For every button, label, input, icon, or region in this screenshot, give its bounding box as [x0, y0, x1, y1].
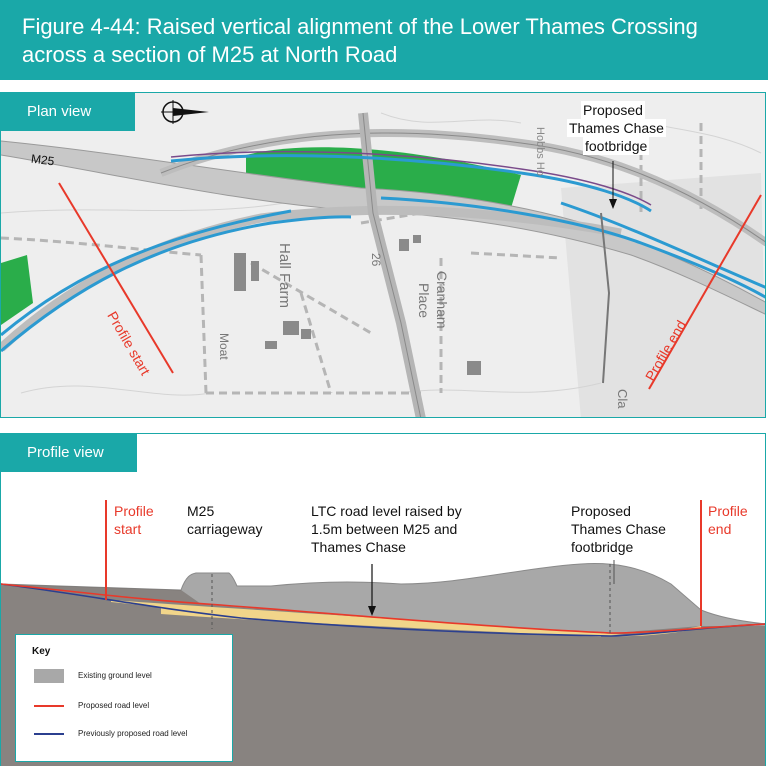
map-label-cranham: Cranham [434, 271, 450, 329]
key-label-previous: Previously proposed road level [78, 729, 188, 738]
ltc-raised-label-2: 1.5m between M25 and [311, 521, 458, 537]
profile-end-label-1: Profile [708, 503, 748, 519]
profile-start-label-1: Profile [114, 503, 154, 519]
profile-view-panel: Profile view Profile start M25 carriagew… [0, 433, 766, 766]
map-label-moat: Moat [217, 333, 231, 360]
ltc-raised-label-1: LTC road level raised by [311, 503, 462, 519]
key-swatch-proposed [34, 705, 64, 707]
north-arrow-icon [161, 100, 209, 124]
key-label-proposed: Proposed road level [78, 701, 150, 710]
profile-start-label-2: start [114, 521, 142, 537]
m25-map-label: M25 [30, 151, 56, 169]
map-label-cla: Cla [615, 389, 630, 409]
key-swatch-previous [34, 733, 64, 735]
previous-road-level-line [1, 583, 765, 637]
profile-footbridge-label-2: Thames Chase [571, 521, 666, 537]
green-area-west [1, 255, 33, 325]
ltc-raised-arrow-icon [368, 606, 376, 616]
figure-header: Figure 4-44: Raised vertical alignment o… [0, 0, 768, 80]
profile-end-label-2: end [708, 521, 732, 537]
ltc-raised-label-3: Thames Chase [311, 539, 406, 555]
legend-key: Key Existing ground level Proposed road … [15, 634, 233, 762]
profile-footbridge-label-3: footbridge [571, 539, 634, 555]
plan-view-tab: Plan view [1, 93, 135, 131]
green-area-north [246, 147, 521, 208]
m25-carriageway-label-2: carriageway [187, 521, 263, 537]
plan-footbridge-label-3: footbridge [583, 137, 650, 155]
m25-carriageway-label-1: M25 [187, 503, 215, 519]
profile-footbridge-label-1: Proposed [571, 503, 631, 519]
map-label-hobbs: Hobbs Ho [534, 127, 546, 176]
figure-title-line-1: Figure 4-44: Raised vertical alignment o… [22, 14, 698, 39]
key-label-ground: Existing ground level [78, 671, 152, 680]
figure-title-line-2: across a section of M25 at North Road [22, 42, 398, 67]
map-label-place: Place [416, 283, 432, 319]
proposed-road-level-line [1, 583, 765, 634]
plan-footbridge-label-2: Thames Chase [567, 119, 666, 137]
profile-view-tab: Profile view [1, 434, 137, 472]
key-swatch-ground [34, 669, 64, 683]
map-label-hall-farm: Hall Farm [276, 243, 293, 309]
plan-view-panel: Plan view [0, 92, 766, 418]
plan-profile-end-line [648, 194, 762, 390]
plan-profile-start-line [58, 182, 174, 374]
key-title: Key [32, 646, 51, 657]
map-label-road-26: 26 [369, 253, 383, 267]
plan-footbridge-label-1: Proposed [581, 101, 645, 119]
